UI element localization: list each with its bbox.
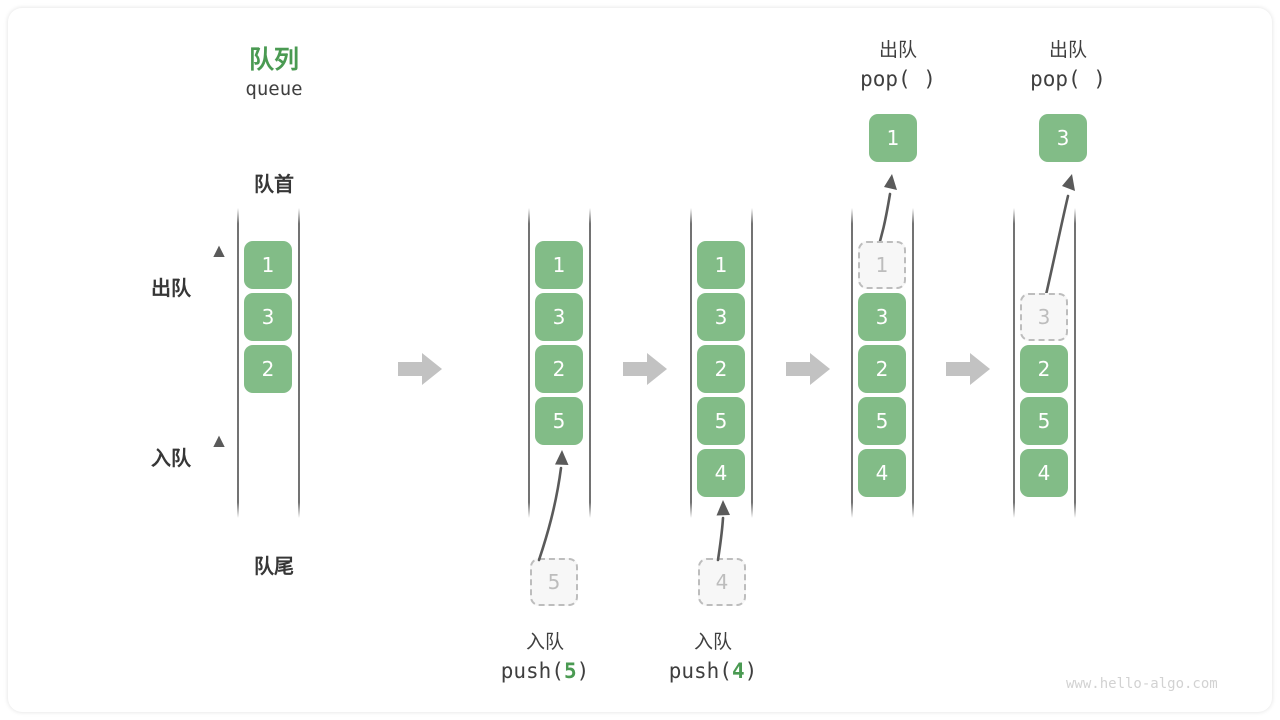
queue-rail-right [751,208,753,518]
popped-ghost-cell: 1 [858,241,906,289]
push-motion-arrow-icon [537,450,569,562]
queue-rail-right [1074,208,1076,518]
queue-rail-left [528,208,530,518]
queue-cell: 5 [535,397,583,445]
queue-cell: 1 [535,241,583,289]
queue-rail-left [1013,208,1015,518]
queue-cell: 3 [244,293,292,341]
push-5-label-cn: 入队 [525,631,564,653]
queue-cell: 5 [697,397,745,445]
popped-cell: 1 [869,114,917,162]
queue-cell: 2 [1020,345,1068,393]
popped-cell: 3 [1039,114,1087,162]
page-title-cn: 队列 [248,45,299,74]
step-arrow-icon [946,353,990,385]
push-5-label: 入队 push(5) [470,628,620,686]
queue-rail-left [690,208,692,518]
push-motion-arrow-icon [716,500,730,562]
pop-1-label: 出队 pop( ) [823,36,973,94]
rear-label: 队尾 [254,554,294,578]
queue-rail-left [237,208,239,518]
queue-cell: 1 [244,241,292,289]
push-4-label-code: push(4) [668,659,758,683]
enqueue-arrow-icon [213,435,225,489]
popped-ghost-cell: 3 [1020,293,1068,341]
watermark: www.hello-algo.com [1066,676,1218,692]
queue-rail-right [298,208,300,518]
push-5-label-code: push(5) [500,659,590,683]
page-title-en: queue [245,78,303,100]
front-label: 队首 [254,172,294,196]
pop-1-label-code: pop( ) [860,67,936,91]
queue-cell: 1 [697,241,745,289]
pop-1-label-cn: 出队 [878,39,917,61]
queue-cell: 3 [697,293,745,341]
queue-cell: 2 [535,345,583,393]
queue-cell: 2 [858,345,906,393]
incoming-ghost-cell: 5 [530,558,578,606]
queue-cell: 3 [858,293,906,341]
pop-2-label: 出队 pop( ) [993,36,1143,94]
push-4-label: 入队 push(4) [638,628,788,686]
dequeue-arrow-icon [213,245,225,299]
queue-cell: 2 [244,345,292,393]
queue-cell: 5 [858,397,906,445]
queue-rail-right [589,208,591,518]
queue-cell: 5 [1020,397,1068,445]
pop-2-label-cn: 出队 [1048,39,1087,61]
push-4-label-cn: 入队 [693,631,732,653]
queue-cell: 2 [697,345,745,393]
pop-2-label-code: pop( ) [1030,67,1106,91]
queue-rail-right [912,208,914,518]
diagram-canvas: 队列 queue 队首 队尾 出队 入队 1 3 2 [8,8,1272,712]
queue-cell: 3 [535,293,583,341]
step-arrow-icon [398,353,442,385]
incoming-ghost-cell: 4 [698,558,746,606]
queue-rail-left [851,208,853,518]
step-arrow-icon [786,353,830,385]
step-arrow-icon [623,353,667,385]
queue-cell: 4 [1020,449,1068,497]
queue-cell: 4 [697,449,745,497]
dequeue-label: 出队 [151,276,191,300]
queue-cell: 4 [858,449,906,497]
enqueue-label: 入队 [151,446,191,470]
